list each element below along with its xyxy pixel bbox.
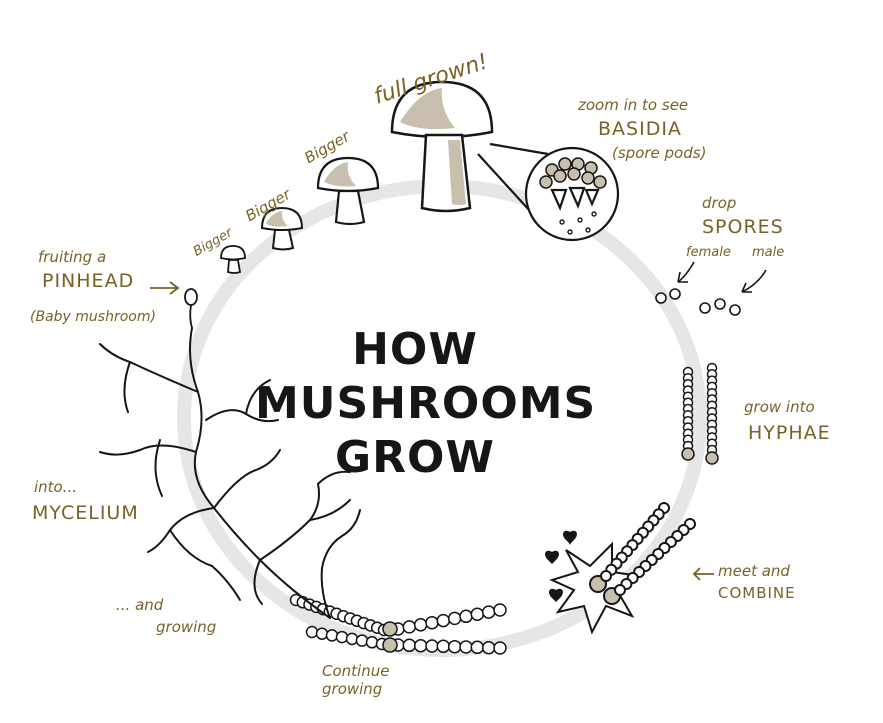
label-female: female: [686, 245, 731, 260]
mycelium-cell: [436, 639, 451, 654]
spores: [655, 261, 767, 316]
mycelium-cell: [345, 632, 359, 646]
label-and-1: ... and: [116, 596, 164, 614]
diagram-title-line-2: MUSHROOMS: [255, 378, 597, 429]
diagram-title-line-3: GROW: [335, 432, 495, 483]
mycelium-cell: [365, 636, 379, 649]
label-hyphae: HYPHAE: [748, 422, 831, 444]
mycelium-cell: [470, 640, 485, 655]
mycelium-cell: [305, 625, 319, 639]
mycelium-cell: [355, 634, 369, 647]
mycelium-cell: [402, 620, 417, 634]
mycelium-cell: [447, 611, 462, 626]
mycelium-cell: [436, 613, 451, 628]
label-into: into...: [34, 478, 78, 496]
mycelium-cell: [315, 627, 329, 640]
label-baby-mushroom: (Baby mushroom): [30, 309, 156, 325]
label-male: male: [752, 245, 785, 260]
combine-cell: [614, 584, 626, 596]
mycelium-cell: [481, 605, 496, 619]
bigger-mushroom-3: [316, 156, 380, 226]
label-continue: Continue: [322, 662, 390, 680]
mycelium-network: [99, 327, 361, 619]
mycelium-cell: [335, 630, 349, 644]
combine-cell: [600, 570, 612, 582]
bigger-mushroom-2: [260, 206, 304, 251]
mycelium-cell: [459, 609, 473, 624]
label-mycelium: MYCELIUM: [32, 502, 139, 524]
pinhead-arrow-icon: [150, 281, 180, 295]
hyphae-strands: [681, 362, 719, 465]
mycelium-cell: [325, 629, 339, 642]
mycelium-cell: [413, 638, 428, 653]
combine-arrow-icon: [692, 567, 714, 581]
label-and-2: growing: [156, 618, 217, 636]
mycelium-cell: [413, 618, 428, 632]
basidia-zoom-circle: [477, 142, 620, 242]
label-spore-pods: (spore pods): [612, 144, 707, 162]
label-meet-and: meet and: [718, 562, 790, 580]
pinhead-mushroom: [184, 288, 198, 329]
mycelium-cell: [493, 603, 507, 617]
label-pinhead: PINHEAD: [42, 270, 135, 292]
combine-starburst: [545, 502, 696, 635]
mycelium-cell: [481, 640, 496, 655]
label-combine: COMBINE: [718, 584, 796, 602]
mycelium-cell: [425, 639, 439, 653]
mycelium-cell: [447, 639, 462, 654]
mycelium-cell: [459, 640, 473, 654]
label-basidia: BASIDIA: [598, 118, 682, 140]
label-zoom-in: zoom in to see: [578, 96, 689, 114]
label-drop: drop: [702, 194, 737, 212]
diagram-title-line-1: HOW: [352, 324, 478, 375]
mycelium-cell: [470, 607, 485, 621]
mycelium-cell: [493, 641, 507, 655]
full-grown-mushroom: [390, 80, 494, 213]
label-spores: SPORES: [702, 216, 784, 238]
label-growing-bottom: growing: [322, 680, 383, 698]
label-fruiting: fruiting a: [38, 248, 107, 266]
mycelium-cell: [402, 638, 417, 653]
mycelium-cell: [425, 615, 439, 630]
bigger-mushroom-1: [220, 245, 246, 274]
label-grow-into: grow into: [744, 398, 815, 416]
